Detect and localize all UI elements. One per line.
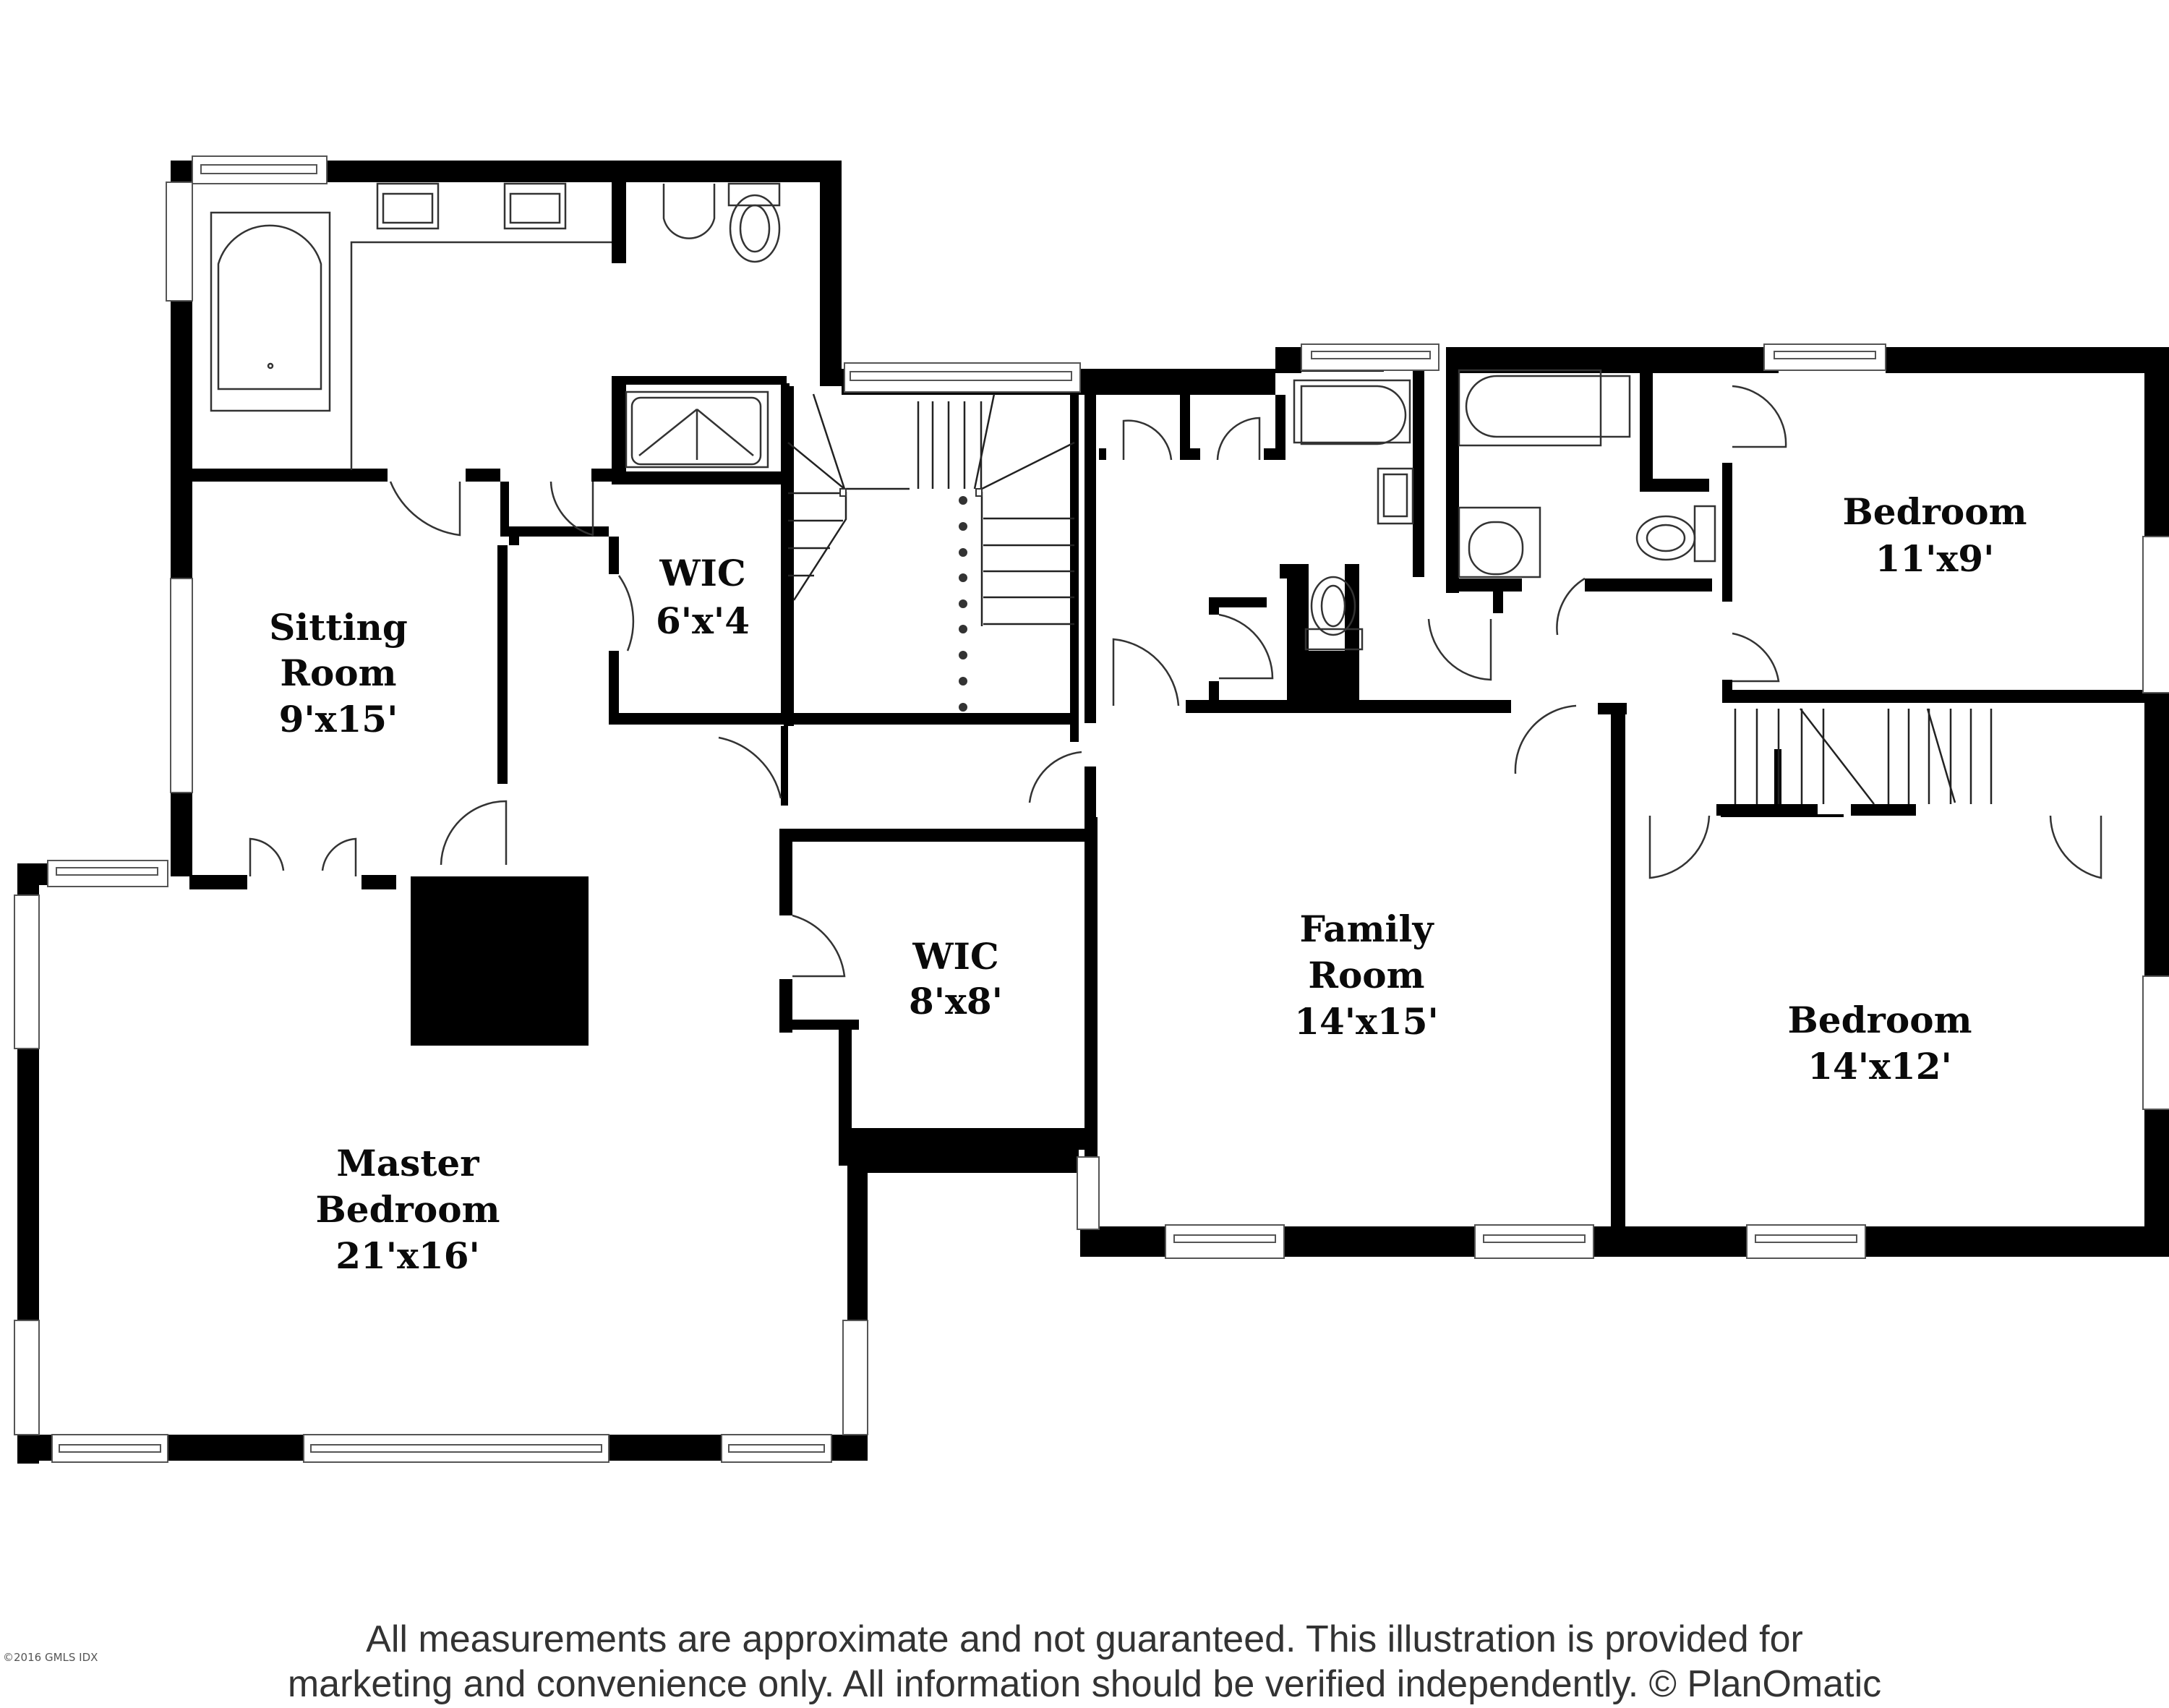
stairs [787, 393, 1993, 805]
family-room-label: Family [1299, 908, 1434, 950]
bedroom-small-dims: 11'x9' [1875, 537, 1995, 580]
wic-small-dims: 6'x'4 [656, 599, 750, 642]
wic-large-label: WIC [912, 935, 998, 978]
sitting-room-dims: 9'x15' [279, 698, 398, 740]
sitting-room-label: Sitting [269, 606, 408, 649]
doors [249, 385, 2102, 978]
bedroom-small-label: Bedroom [1843, 490, 2027, 533]
sitting-room-label-line2: Room [280, 652, 396, 694]
master-bedroom-dims: 21'x16' [335, 1234, 480, 1277]
wic-small-label: WIC [659, 552, 745, 594]
copyright-watermark: ©2016 GMLS IDX [3, 1651, 98, 1664]
disclaimer: All measurements are approximate and not… [0, 1617, 2169, 1707]
bedroom-large-dims: 14'x12' [1808, 1045, 1952, 1088]
railing-spindles [959, 496, 967, 712]
disclaimer-line-2: marketing and convenience only. All info… [287, 1663, 1882, 1705]
master-bedroom-label-line2: Bedroom [316, 1188, 500, 1231]
family-room-dims: 14'x15' [1294, 1000, 1439, 1043]
master-bedroom-label: Master [336, 1142, 479, 1184]
family-room-label-line2: Room [1308, 954, 1424, 996]
wic-large-dims: 8'x8' [909, 980, 1003, 1022]
room-labels: Sitting Room 9'x15' WIC 6'x'4 Bedroom 11… [269, 490, 2027, 1277]
windows [14, 155, 2169, 1463]
bathroom-fixtures [210, 182, 1716, 651]
bedroom-large-label: Bedroom [1788, 999, 1972, 1041]
disclaimer-line-1: All measurements are approximate and not… [366, 1618, 1803, 1660]
